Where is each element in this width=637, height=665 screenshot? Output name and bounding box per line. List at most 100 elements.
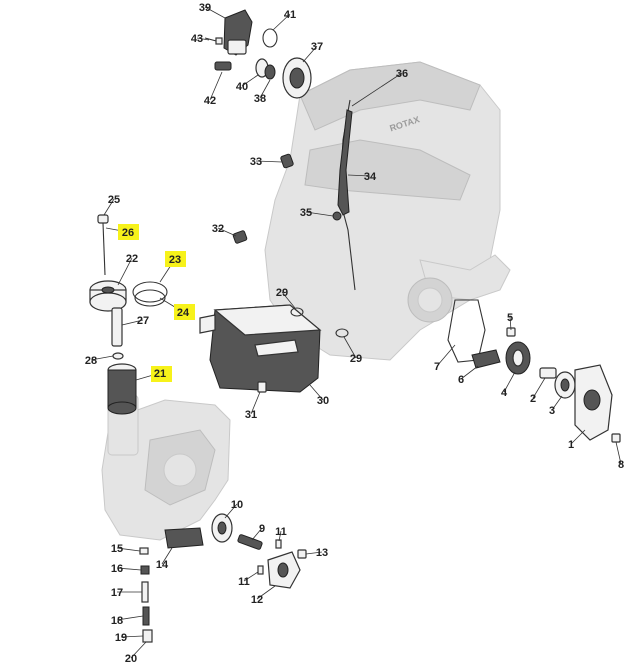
callout-22[interactable]: 22 <box>117 253 138 286</box>
part-27-tube[interactable] <box>111 307 123 347</box>
part-2-shaft[interactable] <box>539 367 557 379</box>
callout-24[interactable]: 24 <box>159 297 195 320</box>
callout-40[interactable]: 40 <box>236 74 259 93</box>
callout-16[interactable]: 16 <box>111 563 142 575</box>
callout-29a[interactable]: 29 <box>276 287 296 309</box>
callout-32[interactable]: 32 <box>212 223 237 237</box>
callout-38[interactable]: 38 <box>254 79 271 105</box>
part-6-plate[interactable] <box>471 349 501 369</box>
callout-17[interactable]: 17 <box>111 587 142 599</box>
part-42-bolt[interactable] <box>214 61 232 71</box>
part-11b-pin[interactable] <box>257 565 264 575</box>
part-15-plug[interactable] <box>139 547 149 555</box>
part-4-gear[interactable] <box>505 341 531 375</box>
part-13-screw[interactable] <box>297 549 307 559</box>
callout-15[interactable]: 15 <box>111 543 141 555</box>
callout-20[interactable]: 20 <box>125 641 147 665</box>
part-12-pump-cover[interactable] <box>267 551 301 589</box>
callout-2[interactable]: 2 <box>530 377 546 405</box>
callout-27[interactable]: 27 <box>121 315 149 327</box>
part-33-sensor[interactable] <box>280 153 294 169</box>
callout-21[interactable]: 21 <box>135 366 172 382</box>
callout-10[interactable]: 10 <box>224 499 243 519</box>
callout-number: 29 <box>276 287 288 299</box>
callout-23[interactable]: 23 <box>159 251 186 283</box>
callout-9[interactable]: 9 <box>251 523 265 541</box>
part-16-nut[interactable] <box>140 565 150 575</box>
part-22-filter-cover[interactable] <box>89 280 127 312</box>
callout-highlight <box>174 304 195 320</box>
callout-leader-line <box>241 74 259 87</box>
part-30-oil-cooler[interactable] <box>199 304 322 393</box>
callout-12[interactable]: 12 <box>251 585 276 606</box>
part-23-o-ring[interactable] <box>132 281 168 303</box>
part-37-pulley[interactable] <box>282 57 312 99</box>
callout-42[interactable]: 42 <box>204 71 223 107</box>
part-35-plug[interactable] <box>332 211 342 221</box>
part-28-washer[interactable] <box>112 352 124 360</box>
callout-8[interactable]: 8 <box>615 441 624 471</box>
part-3-pump-rotor[interactable] <box>554 371 576 399</box>
part-38-seal[interactable] <box>264 64 276 80</box>
part-1-pump-cover[interactable] <box>574 364 613 441</box>
callout-3[interactable]: 3 <box>549 395 563 417</box>
part-19-cap[interactable] <box>142 629 153 643</box>
callout-30[interactable]: 30 <box>309 384 329 407</box>
part-31-stud[interactable] <box>257 381 267 393</box>
part-41-o-ring[interactable] <box>262 28 278 48</box>
part-10-rotor[interactable] <box>211 513 233 543</box>
callout-19[interactable]: 19 <box>115 632 144 644</box>
part-18-spring[interactable] <box>142 606 150 626</box>
callout-7[interactable]: 7 <box>434 344 456 373</box>
callout-number: 15 <box>111 543 123 555</box>
callout-14[interactable]: 14 <box>156 547 173 571</box>
part-17-spring[interactable] <box>141 581 149 603</box>
callout-number: 30 <box>317 395 329 407</box>
part-24-o-ring[interactable] <box>134 289 166 307</box>
callout-39[interactable]: 39 <box>199 2 226 19</box>
callout-18[interactable]: 18 <box>111 615 144 627</box>
callout-number: 17 <box>111 587 123 599</box>
part-21-oil-filter[interactable] <box>107 363 137 415</box>
part-9-shaft[interactable] <box>237 534 263 550</box>
callout-41[interactable]: 41 <box>272 9 296 31</box>
callout-31[interactable]: 31 <box>245 391 261 421</box>
callout-5[interactable]: 5 <box>507 312 513 331</box>
callout-1[interactable]: 1 <box>568 429 586 451</box>
callout-43[interactable]: 43 <box>191 33 210 45</box>
callout-26[interactable]: 26 <box>105 224 139 240</box>
part-11a-pin[interactable] <box>275 539 282 549</box>
part-25-bolt[interactable] <box>97 214 109 276</box>
part-32-bolt[interactable] <box>232 230 248 244</box>
part-29b-o-ring[interactable] <box>335 328 349 338</box>
callout-11a[interactable]: 11 <box>275 526 287 542</box>
callout-28[interactable]: 28 <box>85 355 114 367</box>
part-8-screw[interactable] <box>611 433 621 443</box>
callout-number: 23 <box>169 254 181 266</box>
callout-25[interactable]: 25 <box>103 194 120 216</box>
part-43-screw[interactable] <box>204 37 223 45</box>
callout-leader-line <box>103 198 115 216</box>
callout-leader-line <box>130 641 147 659</box>
part-39-valve-housing[interactable] <box>223 9 253 56</box>
part-14-strainer[interactable] <box>164 527 204 549</box>
callout-6[interactable]: 6 <box>458 365 479 386</box>
callout-29b[interactable]: 29 <box>343 336 362 365</box>
callout-13[interactable]: 13 <box>305 547 328 559</box>
part-29a-o-ring[interactable] <box>290 307 304 317</box>
callout-35[interactable]: 35 <box>300 207 334 219</box>
callout-number: 27 <box>137 315 149 327</box>
callout-33[interactable]: 33 <box>250 156 283 168</box>
part-7-gasket[interactable] <box>447 299 486 363</box>
callout-number: 38 <box>254 93 266 105</box>
callout-11b[interactable]: 11 <box>238 571 259 588</box>
callout-34[interactable]: 34 <box>347 171 377 183</box>
part-34-tube[interactable] <box>337 109 353 216</box>
callout-36[interactable]: 36 <box>351 68 408 107</box>
callout-4[interactable]: 4 <box>501 371 516 399</box>
callout-number: 33 <box>250 156 262 168</box>
callout-number: 41 <box>284 9 296 21</box>
callout-37[interactable]: 37 <box>302 41 323 63</box>
callout-leader-line <box>509 316 512 331</box>
